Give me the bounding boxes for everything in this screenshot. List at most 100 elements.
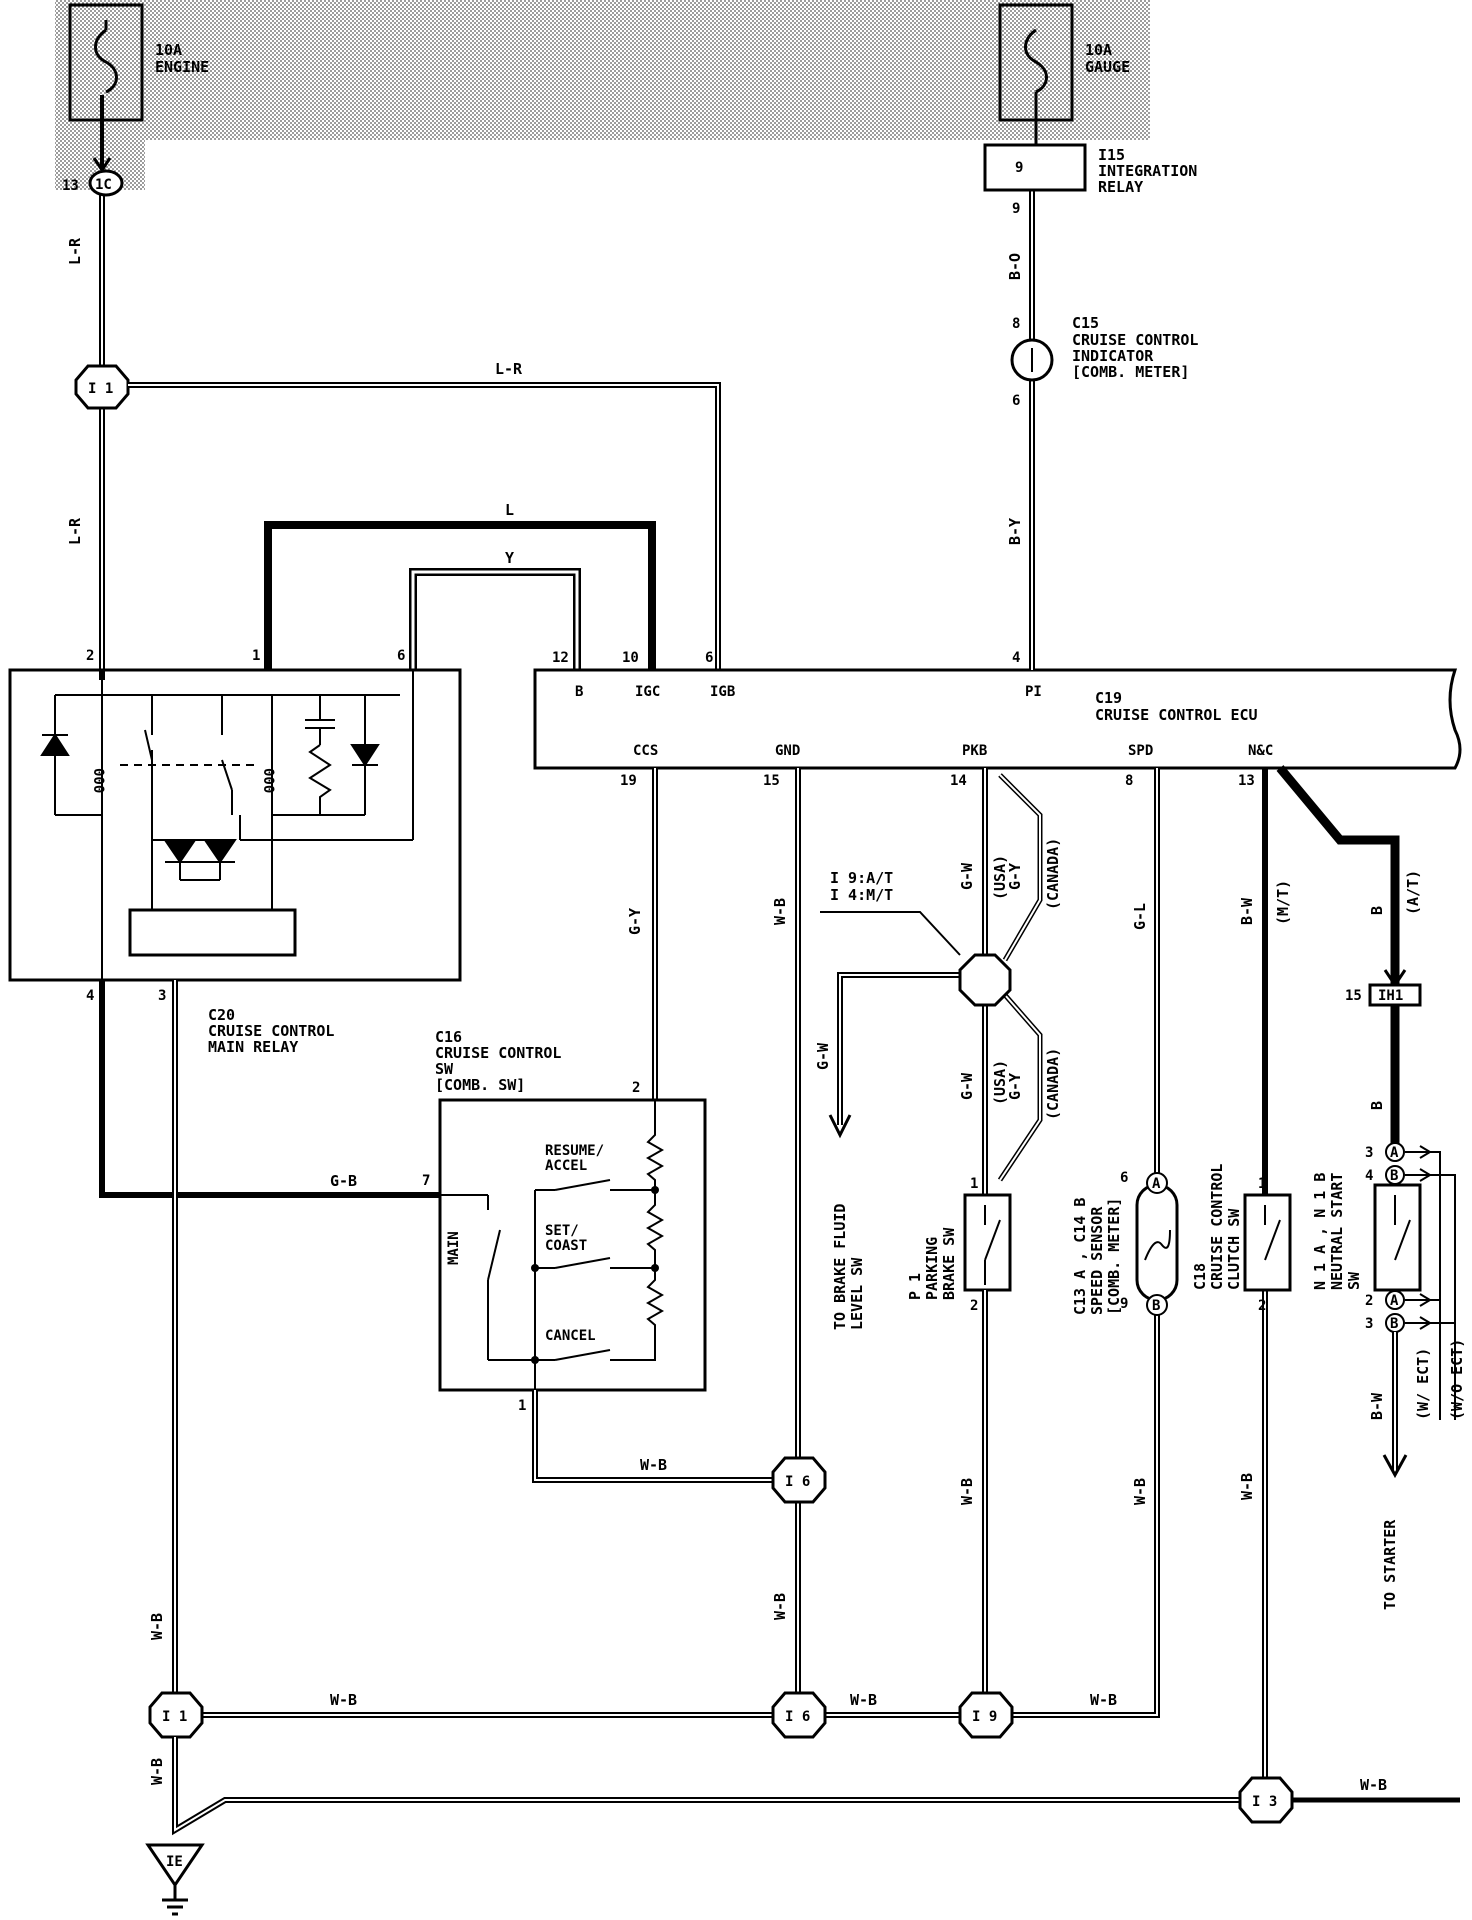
svg-text:2: 2 xyxy=(1258,1298,1266,1314)
svg-text:C15: C15 xyxy=(1072,314,1099,332)
svg-text:MAIN: MAIN xyxy=(446,1231,462,1265)
wire-bw-starter xyxy=(1382,1332,1408,1479)
svg-text:N&C: N&C xyxy=(1248,743,1273,759)
svg-text:W-B: W-B xyxy=(330,1691,357,1709)
svg-text:SW: SW xyxy=(1345,1271,1363,1290)
svg-text:8: 8 xyxy=(1125,773,1133,789)
svg-text:CCS: CCS xyxy=(633,743,658,759)
junction-i6-upper: I 6 xyxy=(771,1456,827,1504)
wire-b-at xyxy=(1276,765,1400,985)
svg-text:I 1: I 1 xyxy=(162,1709,187,1725)
connector-ih1: IH1 15 xyxy=(1345,983,1422,1007)
svg-text:C19: C19 xyxy=(1095,689,1122,707)
wire-label-l: L xyxy=(505,501,514,519)
wire-gb xyxy=(99,980,440,1198)
junction-i9-upper: I 9:A/T I 4:M/T xyxy=(820,869,1012,1007)
neutral-start-switch-n1: A B A B 3 4 2 3 N 1 A , N 1 B NEUTRAL ST… xyxy=(1311,1142,1466,1420)
svg-text:(M/T): (M/T) xyxy=(1274,880,1292,925)
svg-text:I 9: I 9 xyxy=(972,1709,997,1725)
svg-text:6: 6 xyxy=(705,650,713,666)
svg-text:W-B: W-B xyxy=(1238,1473,1256,1500)
svg-text:3: 3 xyxy=(158,988,166,1004)
svg-text:8: 8 xyxy=(1012,316,1020,332)
wire-gl-spd xyxy=(1000,768,1160,1718)
svg-text:C13 A , C14 B: C13 A , C14 B xyxy=(1071,1198,1089,1315)
svg-text:4: 4 xyxy=(86,988,94,1004)
fuse-engine: 10A ENGINE xyxy=(68,3,209,122)
svg-text:3: 3 xyxy=(1365,1145,1373,1161)
svg-text:13: 13 xyxy=(62,178,79,194)
wire-label-bo: B-O xyxy=(1006,253,1024,280)
svg-text:B: B xyxy=(1390,1168,1398,1184)
to-starter-label: TO STARTER xyxy=(1381,1519,1399,1610)
svg-text:B-W: B-W xyxy=(1368,1392,1386,1420)
svg-text:1: 1 xyxy=(252,648,260,664)
svg-text:2: 2 xyxy=(1365,1293,1373,1309)
svg-text:(CANADA): (CANADA) xyxy=(1044,838,1062,910)
svg-text:B: B xyxy=(1152,1298,1160,1314)
svg-text:10: 10 xyxy=(622,650,639,666)
svg-text:I 3: I 3 xyxy=(1252,1794,1277,1810)
svg-text:GND: GND xyxy=(775,743,800,759)
svg-text:G-W: G-W xyxy=(814,1042,832,1070)
wire-label-gy: G-Y xyxy=(626,908,644,935)
svg-text:15: 15 xyxy=(763,773,780,789)
svg-text:W-B: W-B xyxy=(958,1478,976,1505)
svg-text:1C: 1C xyxy=(95,177,112,193)
svg-text:W-B: W-B xyxy=(1131,1478,1149,1505)
svg-text:(W/ ECT): (W/ ECT) xyxy=(1414,1348,1432,1420)
svg-text:I 9:A/T: I 9:A/T xyxy=(830,869,893,887)
svg-text:SET/: SET/ xyxy=(545,1223,579,1239)
svg-text:I 1: I 1 xyxy=(88,381,113,397)
svg-text:9: 9 xyxy=(1015,160,1023,176)
wire-y xyxy=(409,568,581,670)
svg-text:4: 4 xyxy=(1012,650,1020,666)
svg-text:1: 1 xyxy=(518,1398,526,1414)
svg-text:A: A xyxy=(1390,1293,1399,1309)
wire-label-gw-lower: G-W xyxy=(958,1072,976,1100)
brake-fluid-label-2: LEVEL SW xyxy=(848,1257,866,1330)
svg-text:(W/O ECT): (W/O ECT) xyxy=(1448,1339,1466,1420)
svg-text:000: 000 xyxy=(260,768,276,793)
svg-text:(A/T): (A/T) xyxy=(1404,870,1422,915)
svg-text:IH1: IH1 xyxy=(1378,988,1403,1004)
svg-text:PARKING: PARKING xyxy=(923,1237,941,1300)
svg-text:W-B: W-B xyxy=(771,898,789,925)
fuse-gauge: 10A GAUGE xyxy=(998,3,1130,122)
svg-text:IE: IE xyxy=(166,1854,183,1870)
svg-text:C20: C20 xyxy=(208,1006,235,1024)
svg-text:19: 19 xyxy=(620,773,637,789)
svg-text:W-B: W-B xyxy=(1360,1776,1387,1794)
svg-text:[COMB. METER]: [COMB. METER] xyxy=(1105,1198,1123,1315)
ground-bus-lower xyxy=(172,1737,1460,1836)
svg-text:15: 15 xyxy=(1345,988,1362,1004)
svg-text:A: A xyxy=(1390,1145,1399,1161)
svg-text:INTEGRATION: INTEGRATION xyxy=(1098,162,1197,180)
junction-i3: I 3 xyxy=(1238,1776,1294,1824)
svg-text:N 1 A , N 1 B: N 1 A , N 1 B xyxy=(1311,1173,1329,1290)
indicator-lamp-c15: 8 6 C15 CRUISE CONTROL INDICATOR [COMB. … xyxy=(1010,314,1198,409)
junction-1c: 13 1C xyxy=(62,169,124,197)
parking-brake-switch-p1: 1 2 P 1 PARKING BRAKE SW xyxy=(906,1176,1012,1314)
svg-text:G-Y: G-Y xyxy=(1006,863,1024,890)
svg-text:000: 000 xyxy=(90,768,106,793)
wire-label-gy-lower: G-Y xyxy=(1006,1073,1024,1100)
wire-label-b-lower: B xyxy=(1368,1101,1386,1110)
cruise-control-switch-c16: C16 CRUISE CONTROL SW [COMB. SW] 2 7 1 xyxy=(422,1028,707,1414)
junction-i6-lower: I 6 xyxy=(771,1691,827,1739)
wire-label-by: B-Y xyxy=(1006,518,1024,545)
svg-text:RESUME/: RESUME/ xyxy=(545,1143,604,1159)
wire-lr-left xyxy=(92,95,112,680)
fuse-engine-amp: 10A xyxy=(155,41,182,59)
wire-label-lr-branch: L-R xyxy=(495,360,523,378)
svg-text:9: 9 xyxy=(1012,201,1020,217)
fuse-box-area xyxy=(55,0,1150,140)
svg-text:I 4:M/T: I 4:M/T xyxy=(830,886,893,904)
svg-text:W-B: W-B xyxy=(771,1593,789,1620)
svg-text:13: 13 xyxy=(1238,773,1255,789)
wire-label-y: Y xyxy=(505,549,514,567)
svg-text:SPEED SENSOR: SPEED SENSOR xyxy=(1088,1206,1106,1315)
svg-text:6: 6 xyxy=(1120,1170,1128,1186)
svg-text:A: A xyxy=(1152,1176,1161,1192)
svg-text:7: 7 xyxy=(422,1173,430,1189)
